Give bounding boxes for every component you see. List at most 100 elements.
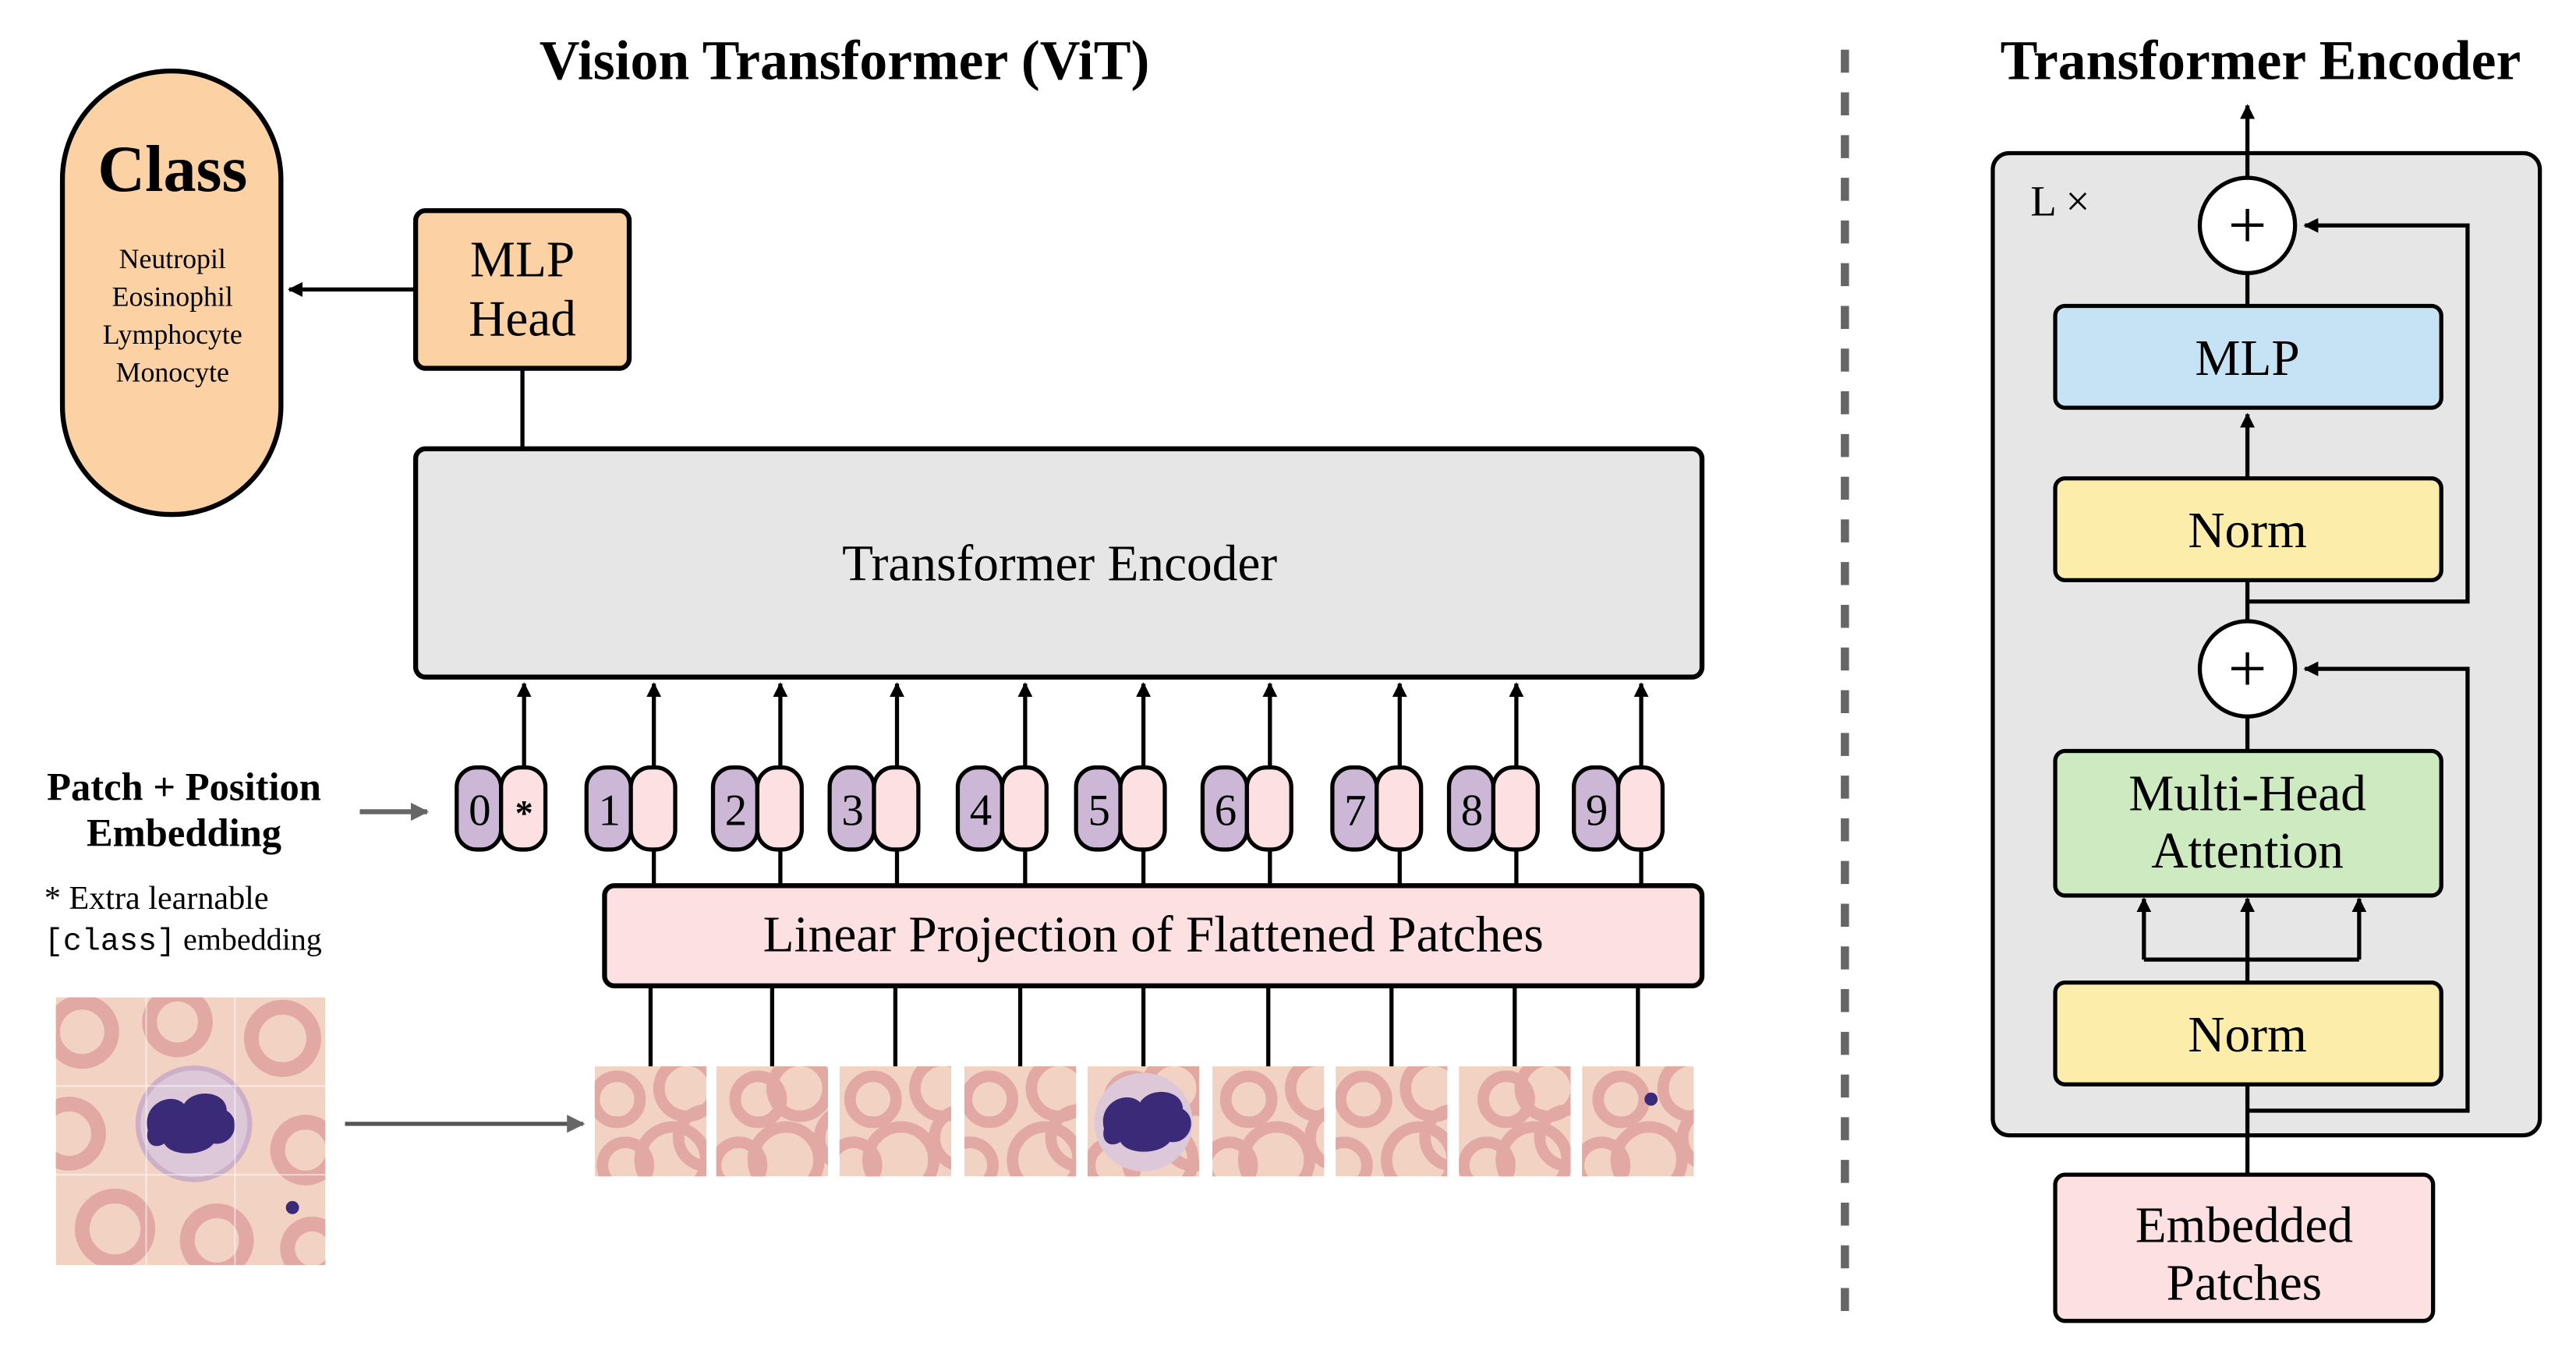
patch-embedding [1000,765,1049,852]
red-blood-cell [1610,1121,1688,1177]
red-blood-cell [672,1104,707,1172]
patch-row [594,985,1694,1177]
residual-top [2247,217,2470,604]
class-item-neutropil: Neutropil [119,243,226,274]
patch-embedding [1118,765,1167,852]
red-blood-cell [1582,1136,1631,1177]
patch-embedding [1615,765,1665,852]
patch-embedding [628,765,678,852]
position-index: 2 [725,786,747,835]
footnote-line1: * Extra learnable [44,880,269,917]
platelet [1644,1092,1658,1106]
encoder-title: Transformer Encoder [2001,30,2521,92]
embedded-patches-line2: Patches [2167,1255,2323,1311]
class-item-eosinophil: Eosinophil [112,281,233,312]
patch-6 [1212,985,1325,1177]
attention-line2: Attention [2151,823,2344,879]
class-item-monocyte: Monocyte [116,356,229,387]
red-blood-cell [813,1110,828,1166]
norm-bottom-box [2053,980,2443,1087]
red-blood-cell [1045,1104,1077,1171]
attention-box [2053,748,2443,898]
red-blood-cell [716,1136,768,1177]
position-index: 8 [1461,786,1483,835]
patch-2 [716,985,828,1177]
linear-projection-label: Linear Projection of Flattened Patches [763,907,1544,963]
position-index: 5 [1088,786,1109,835]
transformer-encoder-label: Transformer Encoder [842,535,1277,592]
red-blood-cell [1304,1107,1325,1169]
source-image [55,997,326,1266]
embedding-label-line1: Patch + Position [47,765,321,809]
red-blood-cell [1419,1104,1448,1171]
red-blood-cell [1007,1121,1077,1177]
class-title: Class [97,133,247,206]
token-pair-7: 7 [1330,682,1424,886]
nucleus [1102,1091,1191,1152]
red-blood-cell [729,1070,787,1129]
red-blood-cell [1336,1136,1373,1177]
red-blood-cell [1592,1070,1651,1129]
mlp-head-line1: MLP [470,232,575,288]
red-blood-cell [1381,1121,1448,1177]
embedded-patches-line1: Embedded [2135,1198,2353,1254]
norm-top-label: Norm [2188,503,2306,559]
position-index: 3 [841,786,863,835]
token-pair-2: 2 [710,682,804,886]
token-pair-4: 4 [955,682,1049,886]
patch-4 [964,985,1077,1177]
red-blood-cell [929,1106,952,1170]
patch-embedding [755,765,804,852]
add-circle-bottom [2197,619,2298,719]
embedding-label-line2: Embedding [87,811,281,855]
add-circle-top [2197,175,2298,275]
red-blood-cell [634,1121,707,1177]
token-pair-0: 0* [455,682,548,852]
class-token-marker: * [515,793,533,833]
patch-7 [1336,985,1448,1177]
embedded-patches-box [2053,1172,2436,1323]
footnote-code: [class] [44,924,175,959]
red-blood-cell [1477,1070,1535,1129]
red-blood-cell [747,1121,825,1177]
patch-1 [594,985,707,1177]
token-pair-1: 1 [584,682,678,886]
red-blood-cell [964,1136,999,1177]
position-index: 1 [599,786,621,835]
footnote-rest: embedding [175,921,322,956]
mlp-box [2053,303,2443,410]
transformer-encoder-box [412,446,1705,680]
token-pair-6: 6 [1200,682,1293,886]
position-index: 7 [1344,786,1366,835]
position-index: 9 [1586,786,1608,835]
vit-title: Vision Transformer (ViT) [540,30,1150,92]
add-symbol-bottom: + [2228,631,2267,708]
source-nucleus [147,1094,235,1154]
patch-embedding [1244,765,1293,852]
token-pair-9: 9 [1572,682,1665,886]
patch-embedding [1375,765,1424,852]
patch-5 [1087,985,1200,1177]
position-index: 0 [469,786,490,835]
position-index: 4 [970,786,992,835]
patch-9 [1582,985,1694,1177]
red-blood-cell [1212,1136,1258,1177]
red-blood-cell [1495,1121,1571,1177]
patch-8 [1459,985,1571,1177]
add-symbol-top: + [2228,188,2267,264]
token-pair-8: 8 [1446,682,1540,886]
mlp-head-line2: Head [469,291,576,347]
red-blood-cell [1336,1070,1392,1129]
mlp-label: MLP [2195,330,2299,387]
footnote-line2: [class] embedding [44,921,322,959]
source-red-cells [55,997,326,1266]
attention-line1: Multi-Head [2128,765,2366,822]
class-item-lymphocyte: Lymphocyte [103,319,242,350]
red-blood-cell [594,1070,646,1129]
patch-embedding [872,765,921,852]
red-blood-cell [839,1136,883,1177]
red-blood-cell [964,1070,1018,1129]
red-blood-cell [862,1121,940,1177]
red-blood-cell [1459,1136,1516,1177]
